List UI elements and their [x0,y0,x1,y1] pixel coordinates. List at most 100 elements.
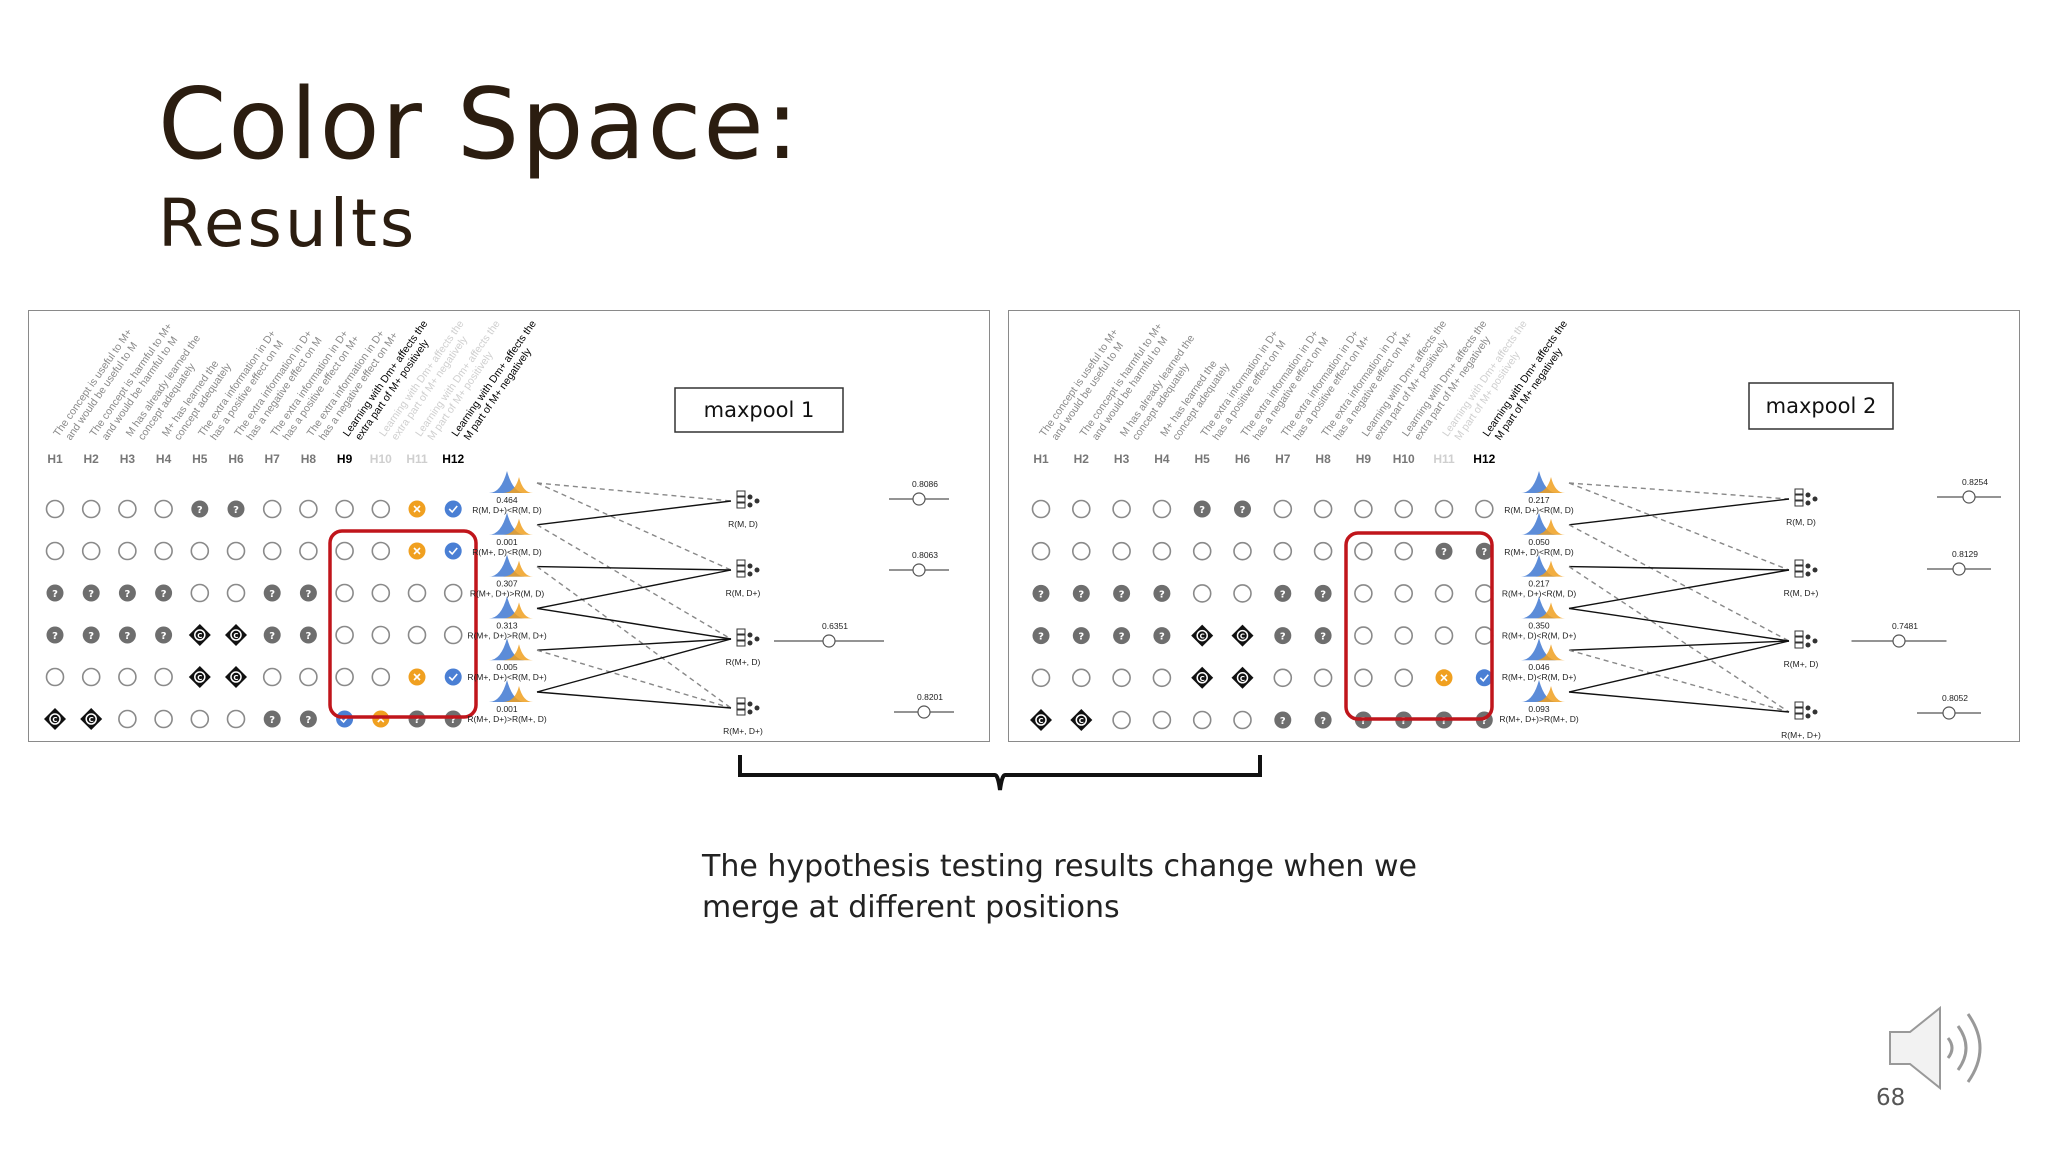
network-node [747,701,753,707]
hypothesis-id-h7: H7 [265,452,281,466]
c-diamond-icon [188,624,211,646]
network-icon [1794,630,1818,649]
model-label: R(M, D) [1786,517,1816,527]
test-label: R(M, D+)<R(M, D) [1504,505,1574,515]
empty-circle-icon [1273,668,1293,688]
c-diamond-icon [1231,624,1254,647]
caption: The hypothesis testing results change wh… [702,846,1417,928]
question-icon [1274,711,1292,729]
empty-circle-icon [1192,541,1212,561]
empty-circle-icon [1394,499,1414,519]
empty-circle-icon [81,499,101,519]
cross-mark [413,673,421,681]
check-icon [444,668,462,686]
question-mark: ? [414,715,420,726]
distribution-blue [1521,596,1557,619]
c-letter: C [1200,675,1205,683]
network-layer [736,490,746,497]
c-letter: C [1200,633,1205,641]
empty-circle-icon [299,667,318,687]
c-letter: C [197,632,202,640]
empty-circle-icon [371,499,391,519]
curly-brace [738,755,1262,791]
question-icon [1234,500,1251,518]
empty-circle-icon [1192,710,1212,730]
empty-circle-icon [1313,668,1333,688]
empty-circle-icon [371,625,391,645]
slider-value: 0.8086 [912,479,938,489]
hypothesis-id-h1: H1 [47,452,63,466]
network-node [1805,634,1811,640]
test-model-edge [1568,482,1790,571]
network-node [1805,492,1811,498]
empty-circle-icon [262,499,282,519]
question-icon [46,626,64,644]
slider-thumb [1942,706,1956,720]
question-mark: ? [1481,716,1487,727]
c-diamond-icon [225,666,247,688]
test-label: R(M+, D)<R(M, D+) [1502,630,1577,640]
network-layer [1794,713,1804,720]
hypothesis-id-h9: H9 [1356,452,1372,466]
test-model-edge [536,569,732,610]
empty-circle-icon [1273,541,1293,561]
network-node [1812,567,1818,573]
network-icon [736,697,760,716]
layer-label-box [674,387,844,433]
slider-value: 0.6351 [822,621,848,631]
empty-circle-icon [1072,541,1091,561]
slider-thumb [1892,634,1906,648]
p-value: 0.217 [1528,495,1550,505]
p-value: 0.050 [1528,537,1550,547]
network-node [1805,571,1811,577]
slider-thumb [917,705,931,719]
question-icon [1072,627,1090,645]
caption-line-2: merge at different positions [702,890,1120,925]
network-layer [1794,565,1804,572]
empty-circle-icon [45,499,65,519]
question-mark: ? [233,505,239,516]
test-label: R(M+, D+)>R(M, D+) [467,630,547,640]
question-mark: ? [161,589,167,600]
question-mark: ? [1038,589,1044,600]
cross-mark [413,547,421,555]
page-number: 68 [1876,1085,1906,1111]
question-icon [1153,627,1171,645]
empty-circle-icon [1152,668,1172,688]
hypothesis-id-h11: H11 [406,452,428,466]
c-diamond-icon [1070,709,1093,731]
question-mark: ? [269,631,275,642]
c-diamond-icon [80,708,103,730]
layer-label: maxpool 2 [1766,394,1877,418]
test-label: R(M+, D+)>R(M+, D) [467,714,547,724]
c-diamond-icon [1191,624,1214,647]
speaker-icon[interactable] [1884,998,2004,1102]
empty-circle-icon [154,499,173,519]
network-node [747,640,753,646]
network-layer [736,559,746,566]
hypothesis-id-h5: H5 [1195,452,1211,466]
test-model-edge [1568,649,1790,713]
network-layer [1794,636,1804,643]
check-icon [336,710,354,728]
empty-circle-icon [154,709,173,729]
empty-circle-icon [1112,668,1131,688]
question-mark: ? [1320,716,1326,727]
hypothesis-id-h9: H9 [337,452,353,466]
network-layer [736,571,746,578]
empty-circle-icon [226,709,246,729]
results-panel-maxpool-2: The concept is useful to M+and would be … [1008,310,2020,742]
question-mark: ? [1119,589,1125,600]
distribution-orange [503,644,533,661]
c-diamond-inner [1196,672,1208,684]
question-mark: ? [52,631,58,642]
empty-circle-icon [443,625,463,645]
empty-circle-icon [335,499,354,519]
question-icon [1153,584,1171,602]
test-model-edge [536,482,732,502]
question-icon [263,584,281,602]
question-mark: ? [1038,632,1044,643]
hypothesis-id-h1: H1 [1033,452,1049,466]
empty-circle-icon [81,667,101,687]
network-layer [1794,701,1804,708]
